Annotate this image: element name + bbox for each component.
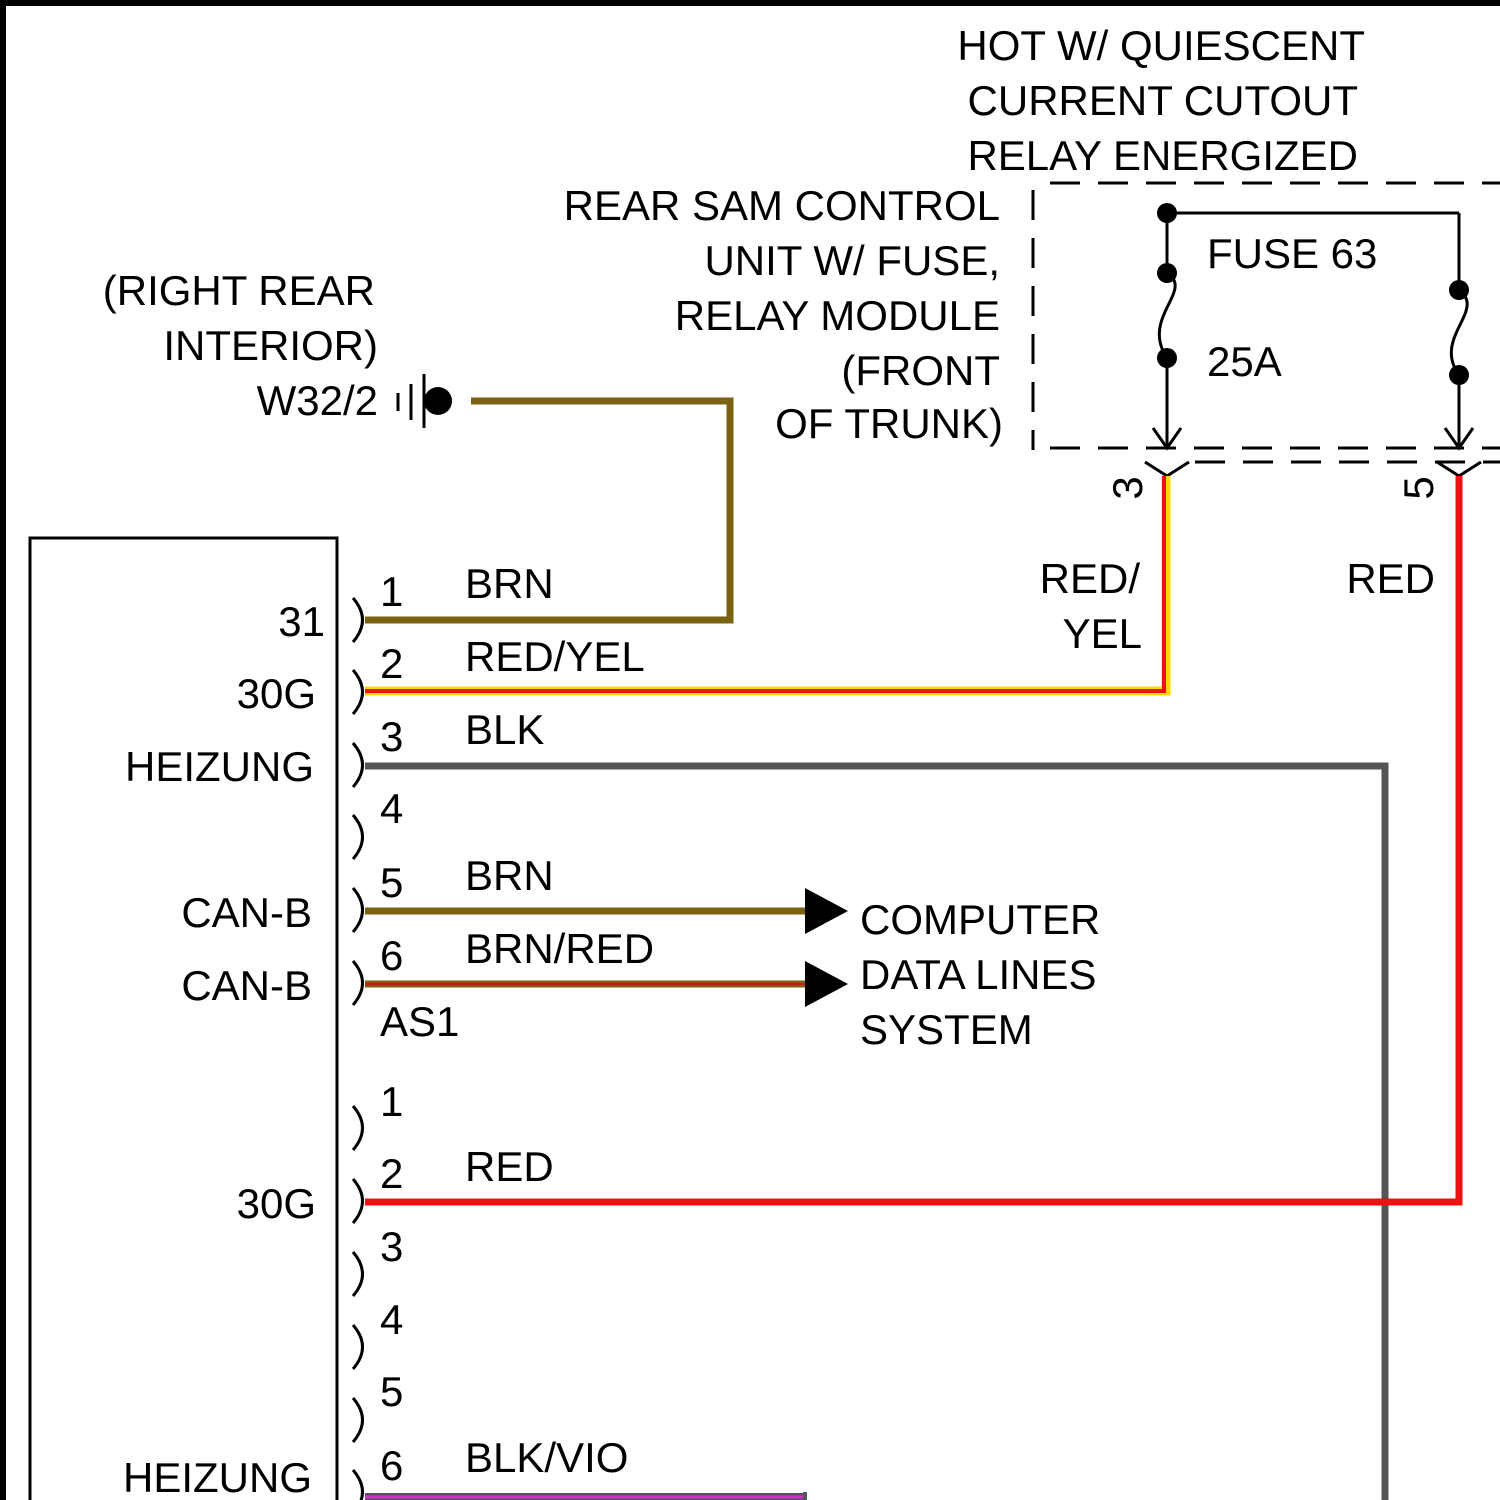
ground-label-line-2: INTERIOR) [163,322,378,369]
ground-label-line-1: (RIGHT REAR [103,267,375,314]
ground-label: (RIGHT REAR INTERIOR) W32/2 [103,267,378,424]
sam-label-line-2: UNIT W/ FUSE, [704,237,1000,284]
ground-point-id: W32/2 [257,377,378,424]
terminal-label-31: 31 [278,598,325,645]
pin-numbers: 1 2 3 4 5 6 AS1 1 2 3 4 5 6 [380,568,459,1489]
pin-number: 5 [380,859,403,906]
data-lines-line-3: SYSTEM [860,1006,1033,1053]
sam-label-line-3: RELAY MODULE [675,292,1000,339]
hot-label: HOT W/ QUIESCENT CURRENT CUTOUT RELAY EN… [957,22,1365,179]
pin-number: 2 [380,640,403,687]
hot-label-line-3: RELAY ENERGIZED [967,132,1358,179]
ground-symbol-icon [398,374,452,428]
hot-label-line-2: CURRENT CUTOUT [968,77,1358,124]
terminal-label-can-b: CAN-B [181,962,312,1009]
data-lines-label: COMPUTER DATA LINES SYSTEM [860,896,1100,1053]
pin-number: 6 [380,932,403,979]
wire-label: BRN [465,852,554,899]
wire-label: BRN/RED [465,925,654,972]
terminal-label-30g: 30G [237,670,316,717]
pin-number: 1 [380,568,403,615]
hot-label-line-1: HOT W/ QUIESCENT [957,22,1365,69]
pin-number: 2 [380,1150,403,1197]
connector-1-id: AS1 [380,998,459,1045]
fuse-rating: 25A [1207,338,1282,385]
pin-number: 1 [380,1078,403,1125]
wire-label: RED [465,1143,554,1190]
pin-number: 4 [380,785,403,832]
wire-label: BLK/VIO [465,1434,628,1481]
wire-label-red-yel-1: RED/ [1040,555,1141,602]
connector-pin-brackets [353,598,363,1500]
sam-module-outline [1033,183,1500,462]
wire-label: RED/YEL [465,633,645,680]
sam-label-line-4: (FRONT [841,347,1000,394]
arrow-right-icon [805,888,848,934]
pin-number: 3 [380,713,403,760]
terminal-label-heizung: HEIZUNG [125,743,314,790]
pin-number: 6 [380,1442,403,1489]
sam-label-line-5: OF TRUNK) [775,400,1003,447]
terminal-label-30g: 30G [237,1180,316,1227]
arrow-right-icon [805,961,848,1007]
terminal-label-heizung: HEIZUNG [123,1454,312,1500]
sam-pin-5: 5 [1395,476,1442,499]
wire-label: BLK [465,706,544,753]
sam-label: REAR SAM CONTROL UNIT W/ FUSE, RELAY MOD… [564,182,1003,447]
data-lines-line-1: COMPUTER [860,896,1100,943]
fuse-name: FUSE 63 [1207,230,1377,277]
sam-label-line-1: REAR SAM CONTROL [564,182,1000,229]
data-lines-line-2: DATA LINES [860,951,1097,998]
terminal-labels: 31 30G HEIZUNG CAN-B CAN-B 30G HEIZUNG [123,598,325,1500]
sam-pin-3: 3 [1104,476,1151,499]
wire-label-red: RED [1346,555,1435,602]
pin-number: 3 [380,1223,403,1270]
wire-label: BRN [465,560,554,607]
wire-label-red-yel-2: YEL [1063,610,1142,657]
terminal-label-can-b: CAN-B [181,889,312,936]
pin-number: 5 [380,1368,403,1415]
pin-number: 4 [380,1296,403,1343]
